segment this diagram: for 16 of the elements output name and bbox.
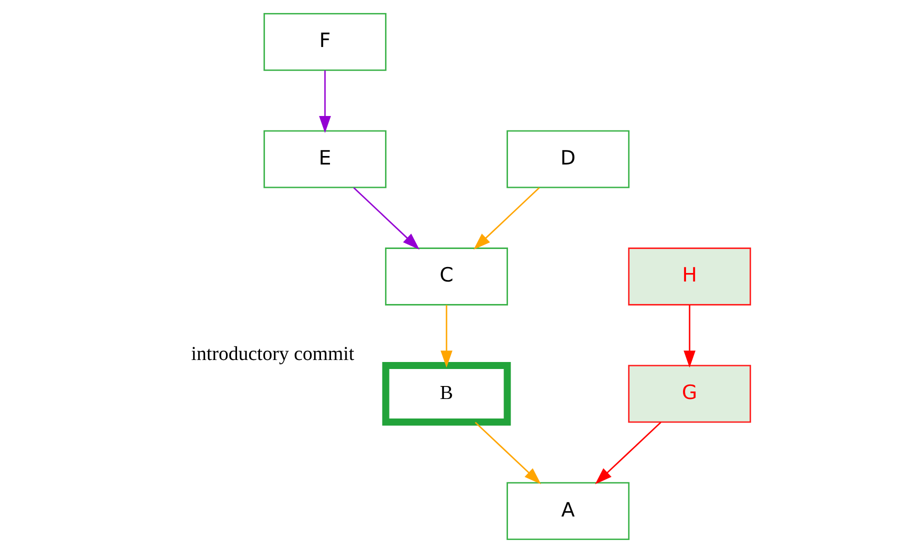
arrow xyxy=(352,187,419,250)
arrow xyxy=(473,187,540,250)
arrow xyxy=(683,305,696,368)
node-box: E xyxy=(263,130,386,188)
node-box: B xyxy=(382,362,510,426)
node-box: H xyxy=(628,248,751,306)
arrow xyxy=(440,305,452,368)
node-box: C xyxy=(384,248,508,306)
arrow xyxy=(318,70,330,133)
arrow xyxy=(474,422,541,484)
node-box: F xyxy=(263,12,386,71)
node-label: introductory commit xyxy=(190,343,354,366)
node-box: A xyxy=(506,482,630,540)
node-box: D xyxy=(506,130,630,188)
arrow xyxy=(594,422,661,484)
node-box: G xyxy=(628,364,751,423)
